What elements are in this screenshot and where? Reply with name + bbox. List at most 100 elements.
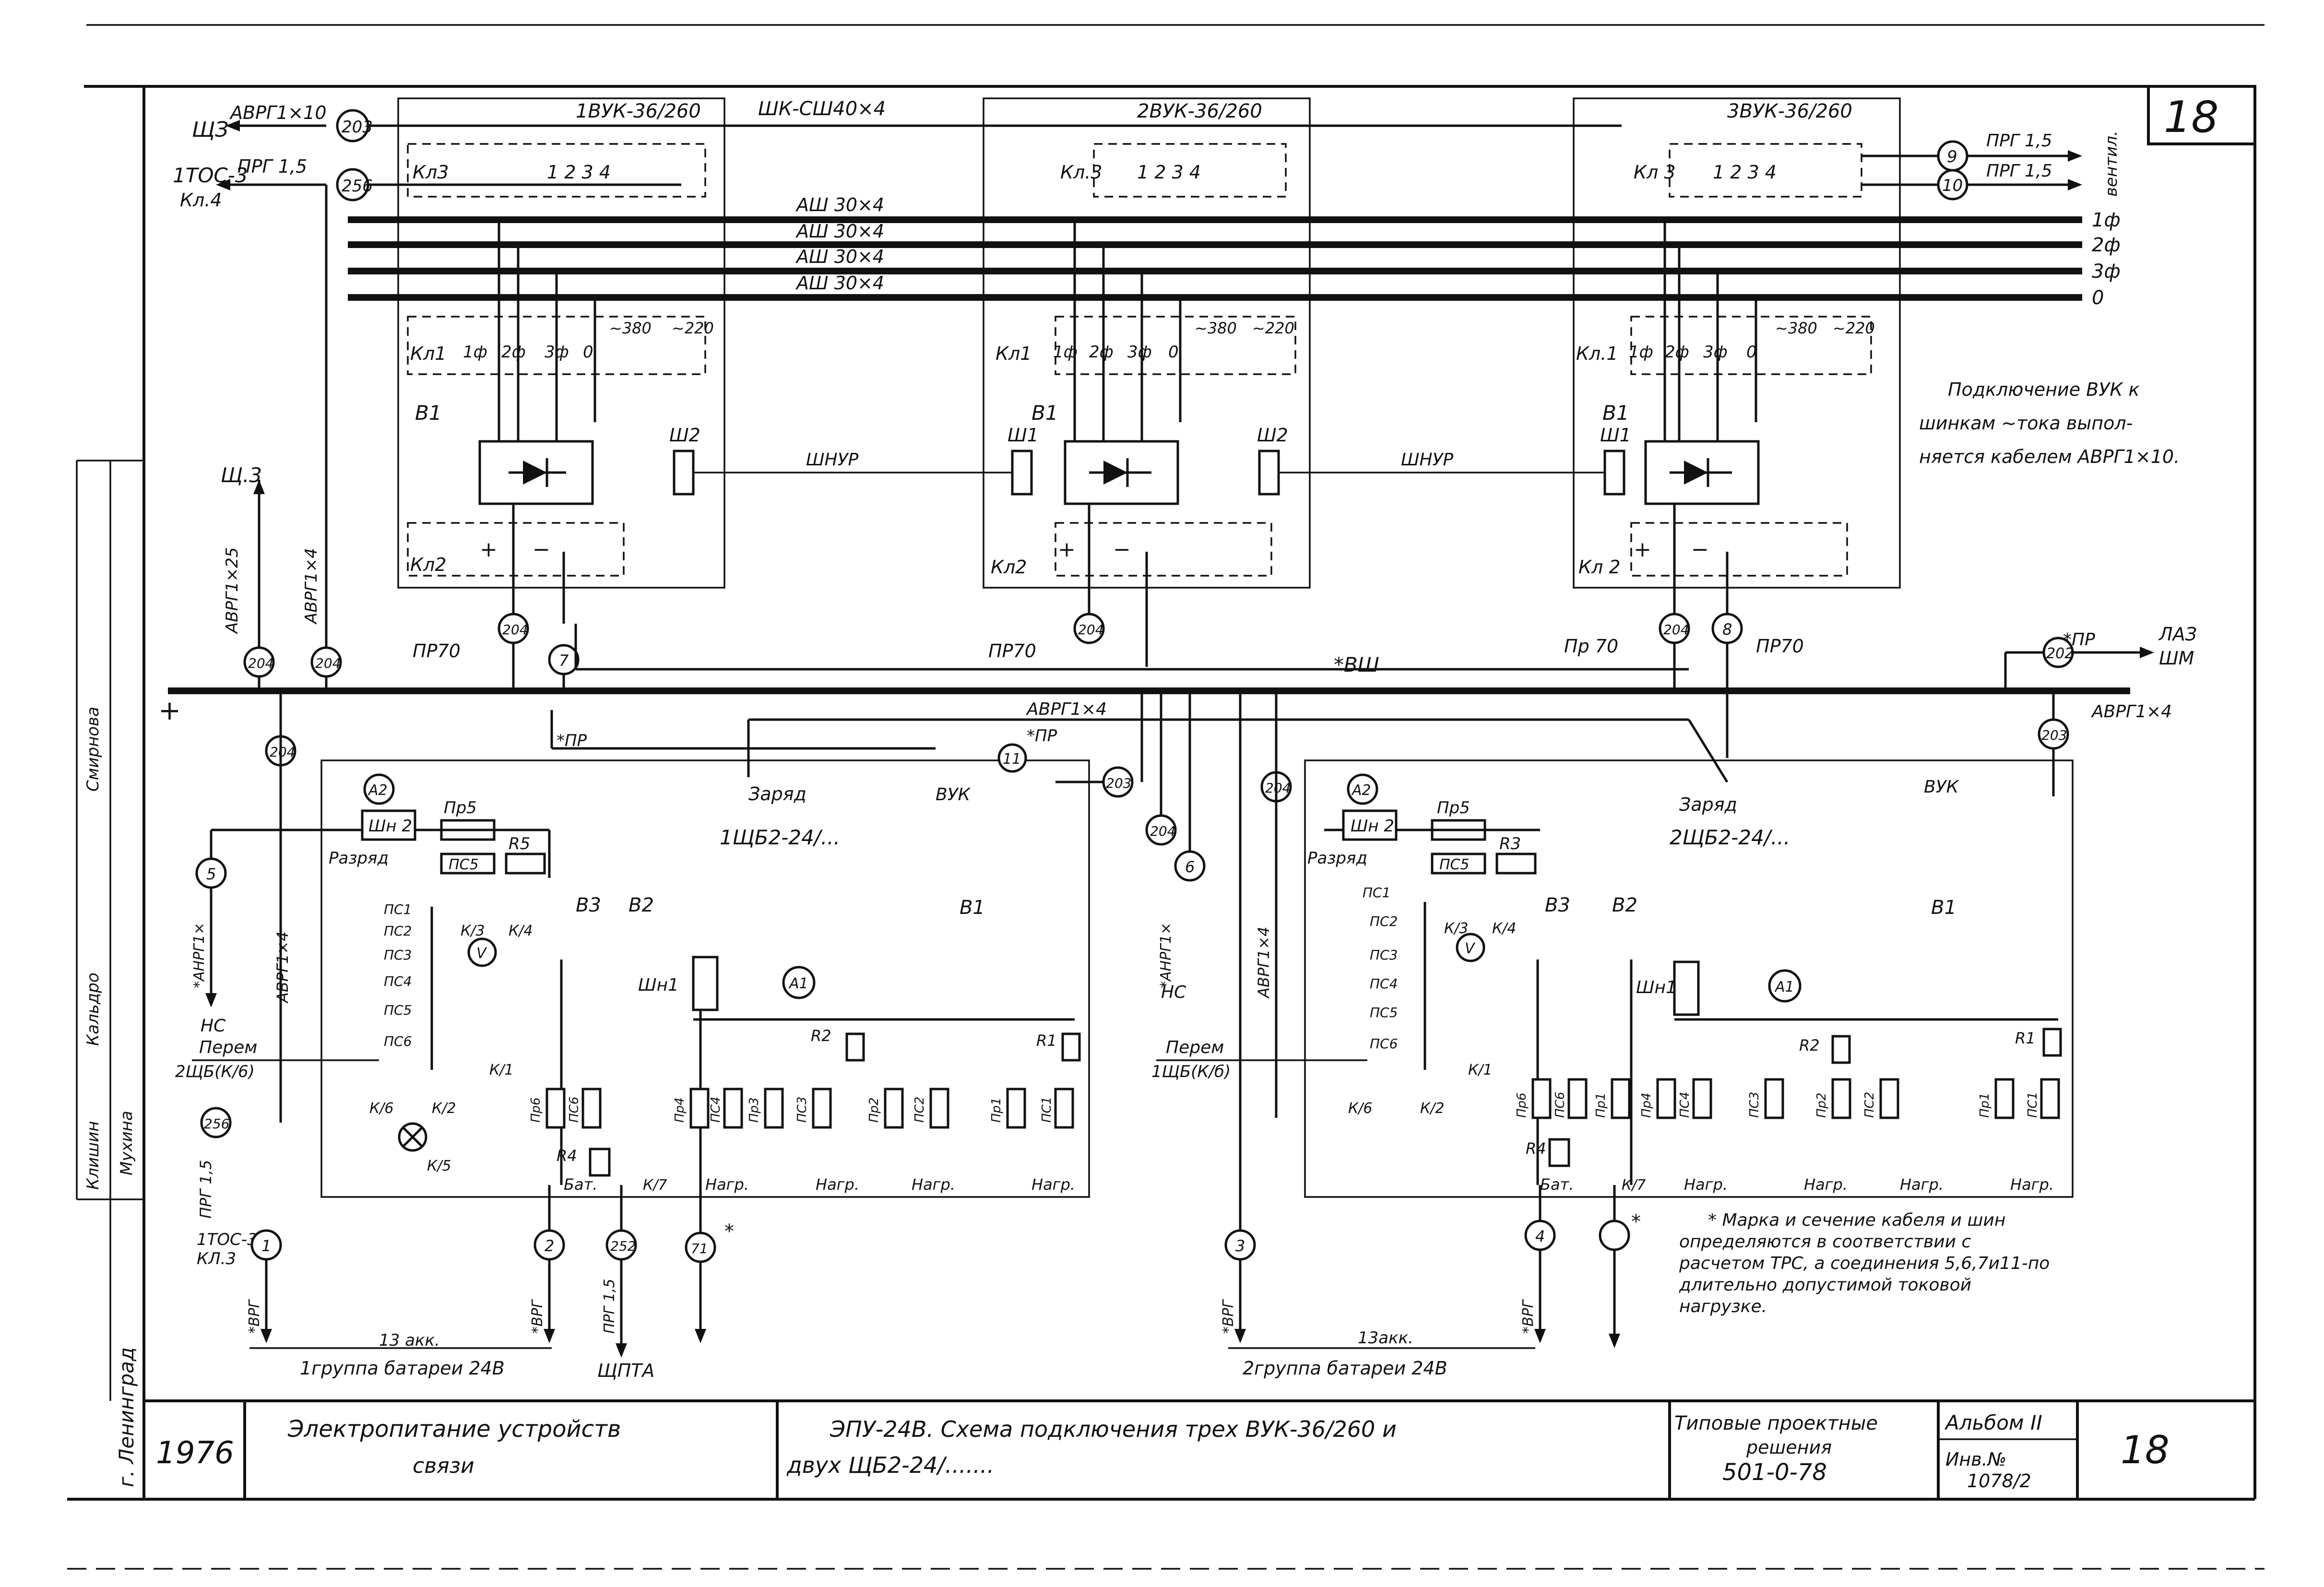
panel-2-bottom-n3: Нагр. bbox=[1900, 1175, 1944, 1194]
rectifier-3-kl1: Кл.1 bbox=[1576, 343, 1618, 364]
rectifier-2-ph1: 1ф bbox=[1053, 343, 1078, 362]
vrg-4: *ВРГ bbox=[1520, 1299, 1537, 1334]
panel-2-r4: R4 bbox=[1526, 1139, 1546, 1158]
shnur-label-2: ШНУР bbox=[1401, 450, 1454, 470]
panel-2-b3: В3 bbox=[1545, 894, 1570, 916]
rectifier-3-minus: − bbox=[1691, 537, 1709, 562]
rectifier-2-sh1: Ш1 bbox=[1008, 425, 1039, 446]
title-subject-1: Электропитание устройств bbox=[287, 1416, 621, 1443]
footnote: * Марка и сечение кабеля и шин определяю… bbox=[1679, 1210, 2050, 1316]
title-inv-2: 1078/2 bbox=[1967, 1470, 2031, 1492]
bus-vsh: *ВШ bbox=[1334, 653, 1379, 676]
vrg-3: *ВРГ bbox=[1220, 1299, 1237, 1334]
circle-71: 71 bbox=[691, 1241, 708, 1256]
left-kl3: КЛ.3 bbox=[197, 1249, 236, 1268]
panel-1-fuse-7: Пр2 bbox=[867, 1097, 881, 1123]
panel-2-ps-4: ПС4 bbox=[1370, 976, 1398, 992]
rectifier-cabinet-1: 1ВУК-36/260 Кл3 1 2 3 4 Кл1 1ф 2ф 3ф 0 ~… bbox=[397, 97, 725, 691]
main-dc-bus: + *ВШ ПР70 ПР70 Пр 70 ПР70 АВРГ1×4 АВРГ1… bbox=[158, 463, 2197, 796]
circle-3: 3 bbox=[1235, 1237, 1245, 1255]
panel-1-k5: К/5 bbox=[427, 1158, 451, 1174]
rectifier-cabinet-3: 3ВУК-36/260 Кл 3 1 2 3 4 Кл.1 1ф 2ф 3ф 0… bbox=[1573, 97, 1901, 758]
circle-10: 10 bbox=[1942, 176, 1963, 195]
panel-2-ps5: ПС5 bbox=[1439, 856, 1470, 873]
rectifier-3-title: 3ВУК-36/260 bbox=[1727, 100, 1852, 122]
bus-shm: ШМ bbox=[2159, 648, 2194, 669]
side-stamp: г. Ленинград Клишин Кальдро Смирнова Мух… bbox=[76, 460, 144, 1487]
panel-1-a2: А2 bbox=[368, 782, 388, 799]
panel-1-k3: К/3 bbox=[461, 923, 485, 939]
circle-204-a: 204 bbox=[248, 655, 273, 671]
rectifier-1-zero: 0 bbox=[583, 343, 593, 362]
out-prg-2: ПРГ 1,5 bbox=[1986, 161, 2052, 181]
panel-1-ps-3: ПС3 bbox=[384, 947, 412, 963]
left-avrg4: АВРГ1×4 bbox=[273, 932, 292, 1004]
bus-shch3: Щ.3 bbox=[221, 463, 262, 487]
panel-1-v: V bbox=[476, 945, 487, 962]
feed-kl4: Кл.4 bbox=[180, 189, 222, 211]
panel-1-b2: В2 bbox=[628, 894, 654, 916]
left-shchb: 2ЩБ(К/6) bbox=[175, 1062, 255, 1081]
panel-1-shn2: Шн 2 bbox=[368, 817, 412, 836]
panel-1-ps-5: ПС5 bbox=[384, 1002, 412, 1018]
panel-1-k7: К/7 bbox=[643, 1177, 667, 1194]
top-right-outputs: 9 10 ПРГ 1,5 ПРГ 1,5 вентил. bbox=[1862, 130, 2121, 201]
panel-2-shn2: Шн 2 bbox=[1351, 817, 1394, 836]
out-prg-1: ПРГ 1,5 bbox=[1986, 131, 2052, 151]
panel-1-r2: R2 bbox=[811, 1027, 831, 1045]
rectifier-3-plus: + bbox=[1634, 537, 1651, 562]
panel-1-r1: R1 bbox=[1036, 1031, 1057, 1050]
circle-204-c: 204 bbox=[502, 622, 528, 638]
prg-bottom: ПРГ 1,5 bbox=[601, 1279, 618, 1334]
sheet-number-top: 18 bbox=[2164, 92, 2219, 142]
bus-pr70-3: Пр 70 bbox=[1564, 636, 1618, 657]
top-feeds: ЩЗ 1ТОС-3 Кл.4 АВРГ1×10 ПРГ 1,5 203 256 … bbox=[173, 98, 1622, 688]
panel-2-a2: А2 bbox=[1351, 782, 1371, 799]
title-subject-2: связи bbox=[413, 1454, 474, 1478]
panel-1-vuk: ВУК bbox=[936, 785, 971, 805]
panel-2-bottom-n4: Нагр. bbox=[2010, 1175, 2054, 1194]
group-2: 2группа батареи 24В bbox=[1243, 1358, 1447, 1379]
panel-2-fuse-7: Пр2 bbox=[1814, 1092, 1829, 1118]
panel-1-bottom-bat: Бат. bbox=[564, 1175, 597, 1194]
panel-2-pr5: Пр5 bbox=[1437, 798, 1470, 817]
rectifier-2-v220: ~220 bbox=[1252, 319, 1294, 337]
rectifier-1-v220: ~220 bbox=[672, 319, 714, 337]
star-2: * bbox=[1631, 1211, 1641, 1233]
panel-2-fuse-3: Пр1 bbox=[1594, 1092, 1608, 1118]
star-1: * bbox=[724, 1220, 734, 1243]
feed-prg15: ПРГ 1,5 bbox=[237, 156, 307, 177]
ventil-label: вентил. bbox=[2102, 130, 2121, 197]
circle-204-left: 204 bbox=[270, 744, 295, 760]
footnote-1: * Марка и сечение кабеля и шин bbox=[1708, 1210, 2005, 1230]
rectifier-cabinet-2: 2ВУК-36/260 Кл.3 1 2 3 4 Кл1 1ф 2ф 3ф 0 … bbox=[983, 97, 1311, 667]
panel-2-bottom-bat: Бат. bbox=[1540, 1175, 1574, 1194]
circle-256-top: 256 bbox=[342, 177, 373, 196]
panel-1-zaryad: Заряд bbox=[748, 783, 806, 805]
panel-1-razryad: Разряд bbox=[329, 849, 389, 868]
title-album: Альбом II bbox=[1944, 1411, 2042, 1434]
rectifier-1-sh2: Ш2 bbox=[669, 425, 700, 446]
panel-1-bottom-n2: Нагр. bbox=[816, 1175, 859, 1194]
panel-2-ps-5: ПС5 bbox=[1370, 1005, 1398, 1020]
circle-202: 202 bbox=[2046, 645, 2074, 662]
left-anrg: *АНРГ1× bbox=[191, 923, 208, 988]
feed-shk: ШК-СШ40×4 bbox=[758, 98, 886, 120]
circle-1: 1 bbox=[261, 1237, 271, 1255]
panel-1-ps-4: ПС4 bbox=[384, 973, 412, 989]
rectifier-2-kl2: Кл2 bbox=[991, 557, 1027, 578]
bus-ash-3: АШ 30×4 bbox=[795, 246, 884, 267]
bus-laz: ЛАЗ bbox=[2158, 624, 2197, 645]
rectifier-3-ph3: 3ф bbox=[1703, 343, 1728, 362]
panel-1-b1: В1 bbox=[960, 897, 985, 919]
rectifier-1-b1: В1 bbox=[415, 401, 442, 425]
rectifier-1-v380: ~380 bbox=[609, 319, 652, 337]
rectifier-1-kl2: Кл2 bbox=[410, 554, 446, 575]
panel-2-fuse-6: ПС3 bbox=[1747, 1092, 1762, 1118]
top-note-line-1: Подключение ВУК к bbox=[1948, 379, 2139, 400]
panel-1-k4: К/4 bbox=[509, 923, 533, 939]
bus-out-0: 0 bbox=[2092, 287, 2104, 309]
bus-avrg4-vert: АВРГ1×4 bbox=[302, 548, 321, 625]
circle-256-left: 256 bbox=[204, 1116, 229, 1132]
